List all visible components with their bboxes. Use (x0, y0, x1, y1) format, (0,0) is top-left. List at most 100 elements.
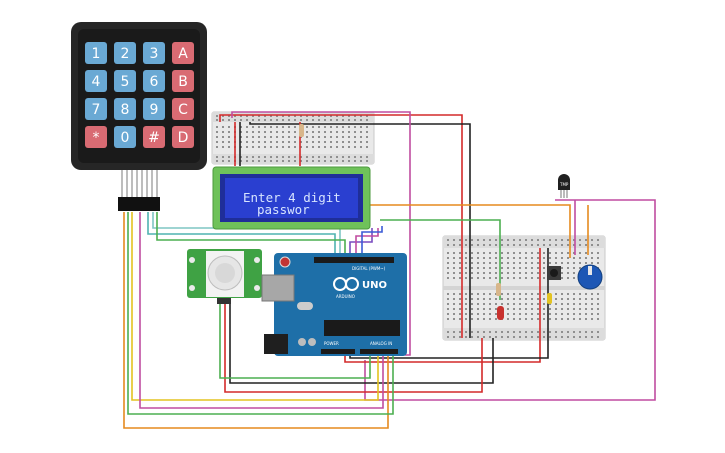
breadboard-hole (495, 262, 497, 264)
keypad-key-A[interactable]: A (172, 42, 194, 64)
breadboard-hole (567, 244, 569, 246)
breadboard-hole (495, 336, 497, 338)
wire-magenta (231, 111, 411, 356)
breadboard-hole (561, 272, 563, 274)
breadboard-hole (342, 131, 344, 133)
breadboard-hole (282, 131, 284, 133)
breadboard-hole (579, 318, 581, 320)
breadboard-hole (567, 267, 569, 269)
keypad-key-3[interactable]: 3 (143, 42, 165, 64)
reset-button[interactable] (279, 256, 291, 268)
breadboard-hole (360, 131, 362, 133)
resistor (299, 124, 304, 137)
breadboard-hole (312, 136, 314, 138)
potentiometer[interactable] (577, 264, 603, 290)
breadboard-hole (288, 131, 290, 133)
breadboard-hole (447, 313, 449, 315)
breadboard-hole (489, 318, 491, 320)
keypad-key-2[interactable]: 2 (114, 42, 136, 64)
breadboard-hole (519, 267, 521, 269)
keypad-key-8[interactable]: 8 (114, 98, 136, 120)
breadboard-hole (489, 244, 491, 246)
breadboard-hole (501, 277, 503, 279)
breadboard-hole (597, 244, 599, 246)
breadboard-hole (579, 313, 581, 315)
breadboard-hole (501, 267, 503, 269)
breadboard-hole (525, 239, 527, 241)
breadboard-hole (471, 298, 473, 300)
led-red[interactable] (497, 306, 504, 320)
breadboard-hole (306, 131, 308, 133)
breadboard-hole (537, 293, 539, 295)
wire-yellow (131, 212, 379, 401)
keypad-key-#[interactable]: # (143, 126, 165, 148)
breadboard-hole (549, 318, 551, 320)
breadboard-hole (561, 239, 563, 241)
breadboard-hole (453, 272, 455, 274)
breadboard-hole (465, 239, 467, 241)
breadboard-hole (459, 267, 461, 269)
breadboard-hole (336, 126, 338, 128)
breadboard-hole (597, 293, 599, 295)
breadboard-hole (276, 115, 278, 117)
breadboard-hole (336, 131, 338, 133)
breadboard-hole (348, 141, 350, 143)
breadboard-hole (318, 126, 320, 128)
breadboard-hole (489, 308, 491, 310)
breadboard-hole (579, 244, 581, 246)
keypad-key-7[interactable]: 7 (85, 98, 107, 120)
arduino-uno[interactable]: DIGITAL (PWM~) ARDUINO UNO POWER ANALOG … (261, 253, 407, 356)
breadboard-hole (579, 336, 581, 338)
breadboard-hole (252, 136, 254, 138)
breadboard-hole (525, 272, 527, 274)
keypad-key-C[interactable]: C (172, 98, 194, 120)
breadboard-hole (561, 303, 563, 305)
breadboard-hole (288, 141, 290, 143)
breadboard-hole (537, 298, 539, 300)
breadboard-hole (561, 298, 563, 300)
breadboard-hole (567, 277, 569, 279)
breadboard-hole (252, 126, 254, 128)
breadboard-hole (483, 277, 485, 279)
wires (123, 111, 656, 429)
breadboard-hole (537, 239, 539, 241)
keypad-key-4[interactable]: 4 (85, 70, 107, 92)
breadboard-hole (447, 252, 449, 254)
breadboard-hole (567, 239, 569, 241)
keypad-key-label: 3 (150, 46, 159, 62)
keypad-key-9[interactable]: 9 (143, 98, 165, 120)
breadboard-hole (360, 146, 362, 148)
breadboard-hole (519, 244, 521, 246)
breadboard-hole (525, 277, 527, 279)
breadboard-hole (471, 303, 473, 305)
keypad-key-label: C (178, 102, 188, 118)
pushbutton[interactable] (547, 266, 561, 280)
breadboard-hole (537, 267, 539, 269)
keypad-key-B[interactable]: B (172, 70, 194, 92)
keypad-key-0[interactable]: 0 (114, 126, 136, 148)
keypad-key-D[interactable]: D (172, 126, 194, 148)
breadboard-small[interactable] (211, 111, 375, 165)
breadboard-hole (459, 313, 461, 315)
breadboard-hole (591, 239, 593, 241)
keypad-key-1[interactable]: 1 (85, 42, 107, 64)
keypad-key-*[interactable]: * (85, 126, 107, 148)
breadboard-hole (555, 252, 557, 254)
lcd-16x2[interactable]: Enter 4 digit passwor (212, 166, 371, 230)
breadboard-hole (342, 146, 344, 148)
tmp-sensor[interactable]: TMP (558, 174, 570, 198)
keypad-key-5[interactable]: 5 (114, 70, 136, 92)
breadboard-hole (453, 277, 455, 279)
breadboard-hole (543, 293, 545, 295)
breadboard-hole (573, 303, 575, 305)
breadboard-hole (591, 244, 593, 246)
breadboard-hole (447, 293, 449, 295)
breadboard-hole (507, 239, 509, 241)
breadboard-hole (216, 136, 218, 138)
pir-sensor[interactable] (187, 249, 262, 304)
breadboard-hole (567, 272, 569, 274)
breadboard-hole (453, 257, 455, 259)
breadboard-large[interactable] (442, 235, 606, 341)
keypad-key-6[interactable]: 6 (143, 70, 165, 92)
